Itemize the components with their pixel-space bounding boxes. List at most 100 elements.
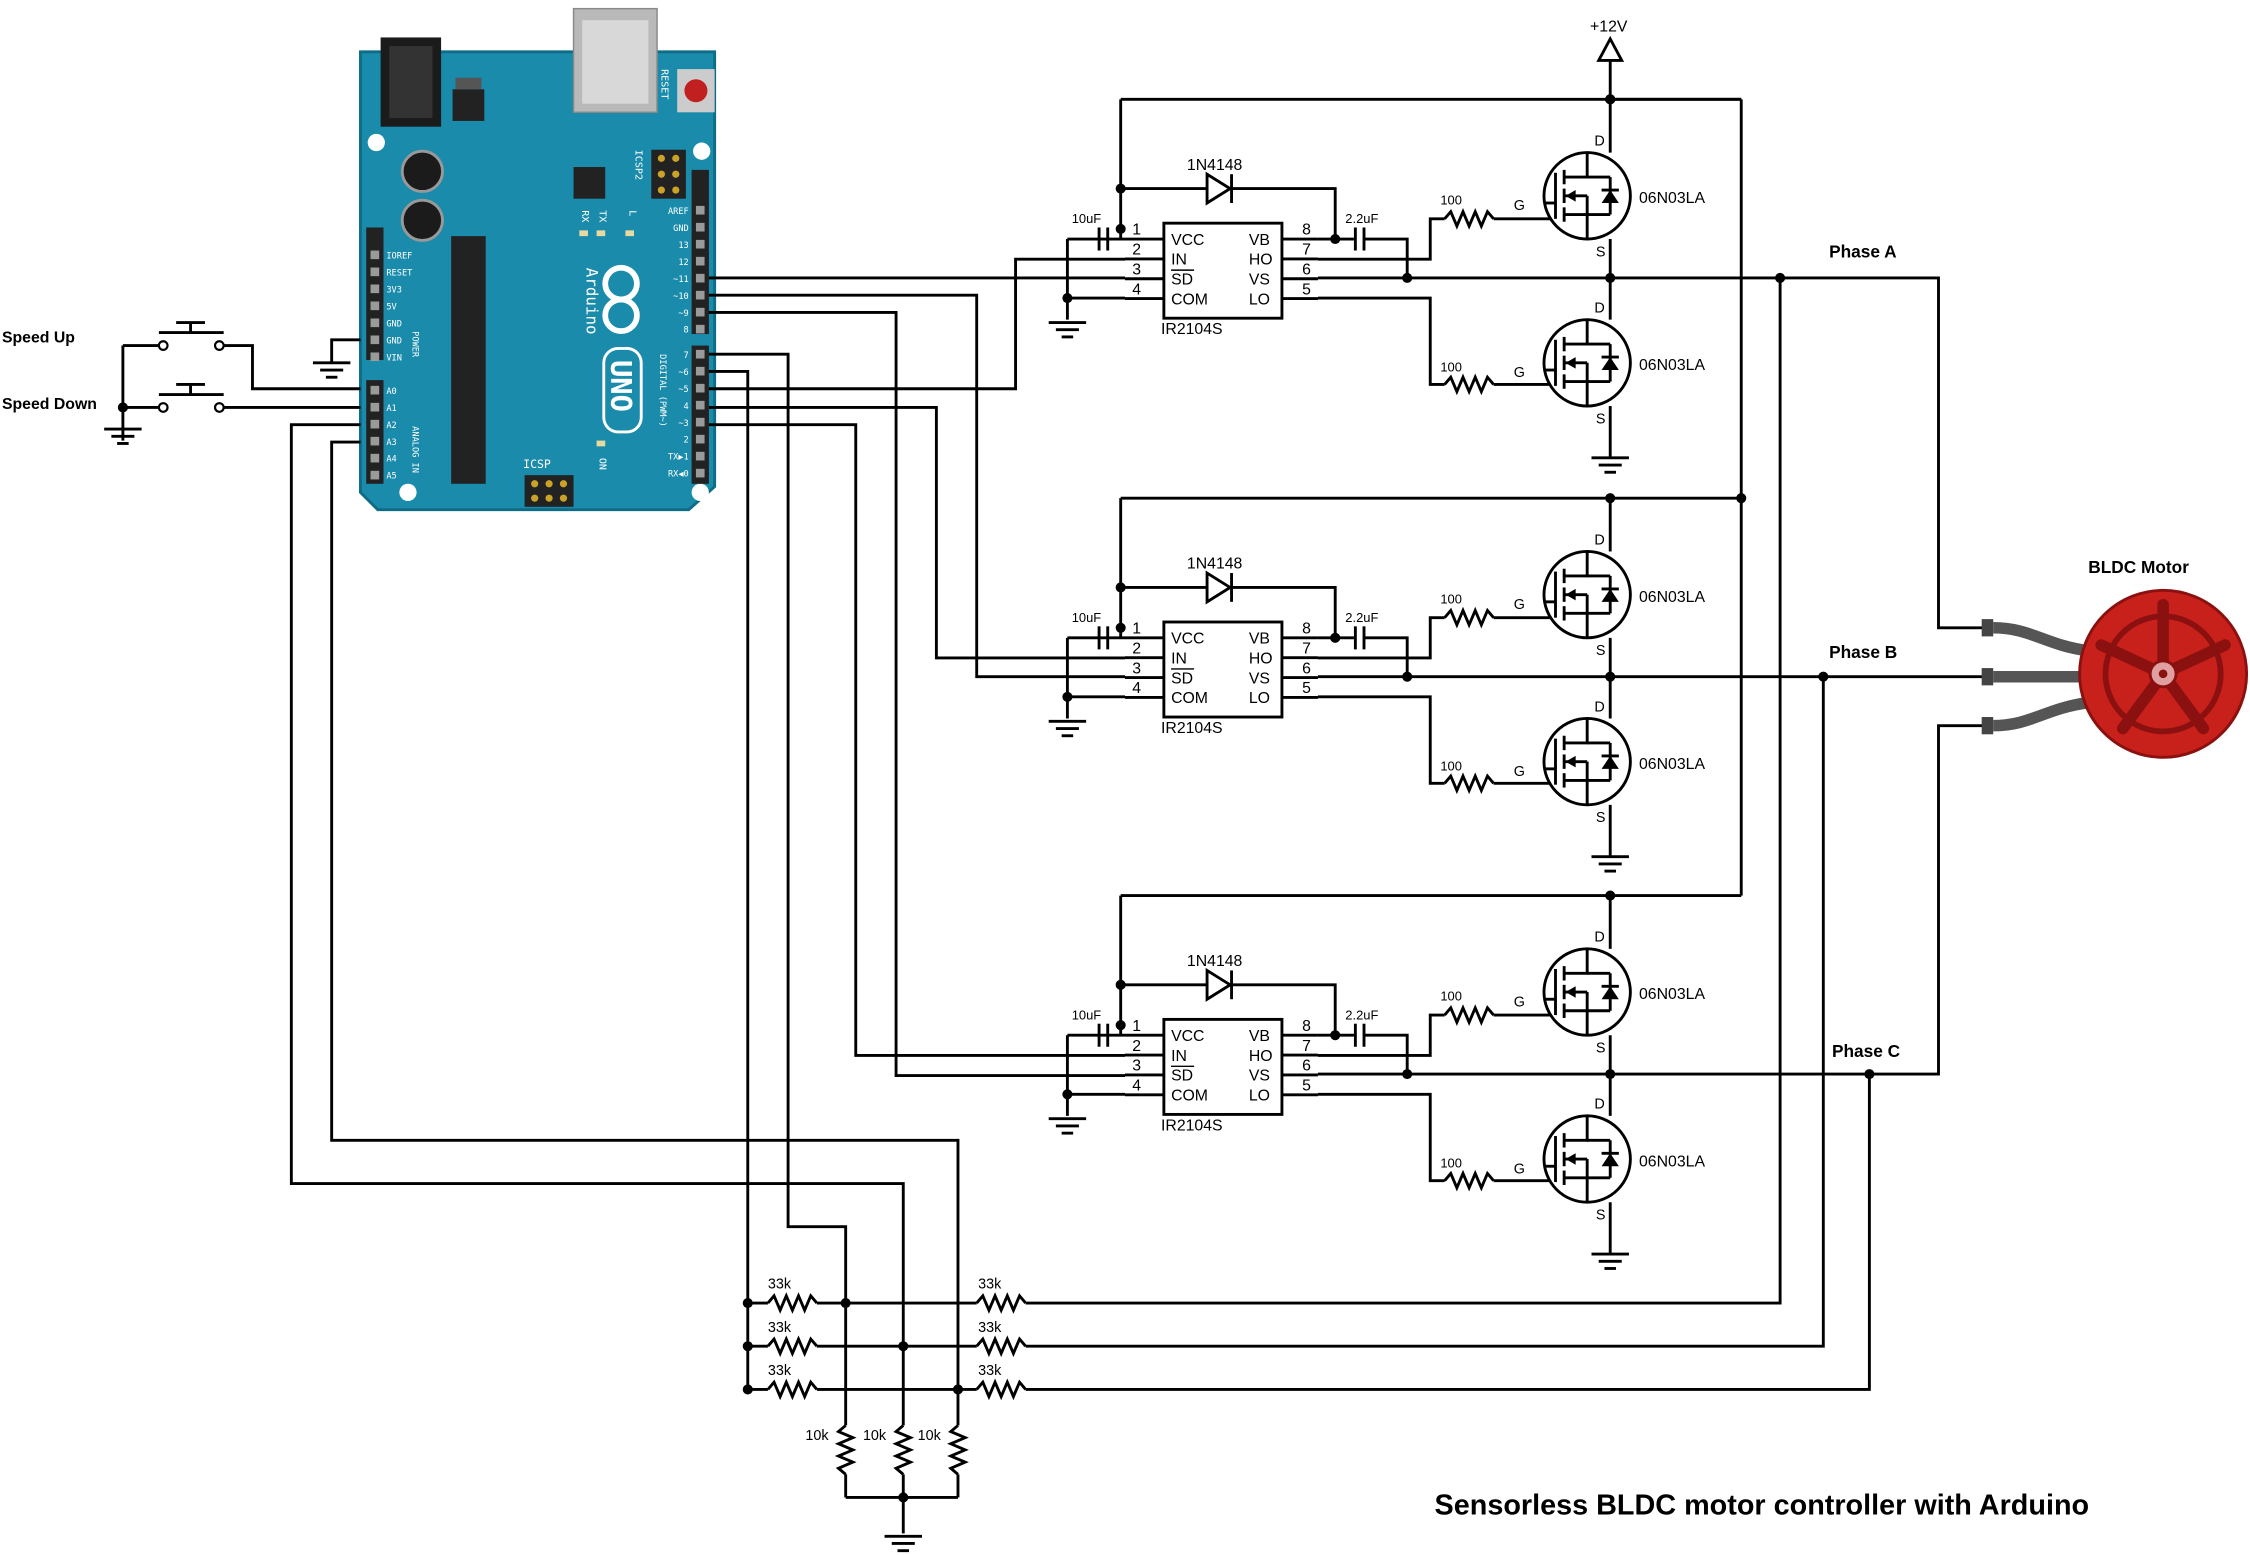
gate-pin-label: G <box>1514 764 1525 780</box>
gate-resistor-label: 100 <box>1440 1156 1462 1171</box>
pin-name: VCC <box>1171 1028 1204 1045</box>
series-resistor-label: 33k <box>978 1320 1002 1336</box>
gate-resistor <box>1443 373 1495 396</box>
ground-buttons <box>104 427 142 445</box>
digital-pin-label: TX▶1 <box>668 453 689 463</box>
gate-resistor-label: 100 <box>1440 192 1462 207</box>
mosfet-high <box>1542 151 1632 241</box>
pin-number: 7 <box>1302 242 1311 259</box>
digital-pin-label: 8 <box>684 326 689 336</box>
digital-pin-label: ~3 <box>678 419 688 429</box>
diode-symbol <box>1205 967 1233 1002</box>
phase-c-label: Phase C <box>1832 1041 1900 1061</box>
power-pin-label: IOREF <box>386 251 412 261</box>
capacitor-1 <box>400 149 444 193</box>
mosfet-label: 06N03LA <box>1639 1153 1705 1170</box>
power-pin-label: 3V3 <box>386 285 402 295</box>
analog-header-label: ANALOG IN <box>409 426 419 473</box>
tx-label: TX <box>596 210 607 222</box>
gate-resistor-label: 100 <box>1440 591 1462 606</box>
digital-pin-label: ~5 <box>678 385 688 395</box>
diode-symbol <box>1205 570 1233 605</box>
digital-pin-label: 7 <box>684 351 689 361</box>
regulator <box>452 89 485 121</box>
digital-header-label: DIGITAL (PWM~) <box>657 354 667 427</box>
pin-number: 6 <box>1302 660 1311 677</box>
speed-down-label: Speed Down <box>2 396 97 413</box>
ground-arduino <box>312 361 351 379</box>
ground-mosfet <box>1591 1252 1629 1270</box>
page-title: Sensorless BLDC motor controller with Ar… <box>1435 1490 2090 1522</box>
analog-pin-label: A3 <box>386 438 396 448</box>
gate-resistor <box>1443 1004 1495 1026</box>
gate-resistor-label: 100 <box>1440 989 1462 1004</box>
power-pin-label: RESET <box>386 268 412 278</box>
pin-number: 2 <box>1132 242 1141 259</box>
pin-number: 7 <box>1302 640 1311 657</box>
gate-resistor <box>1443 1169 1495 1192</box>
series-resistor-right <box>975 1292 1027 1314</box>
source-pin-label: S <box>1596 643 1606 659</box>
power-pin-label: GND <box>386 336 402 346</box>
uno-label: UNO <box>604 360 638 412</box>
pin-number: 8 <box>1302 1018 1311 1035</box>
digital-pin-label: 2 <box>684 436 689 446</box>
diode-symbol <box>1205 171 1233 206</box>
speed-up-label: Speed Up <box>2 330 75 347</box>
supply-rail: +12V <box>1590 19 1747 896</box>
cap-vcc-label: 10uF <box>1072 610 1102 625</box>
analog-pin-label: A4 <box>386 455 396 465</box>
shunt-resistor-label: 10k <box>918 1428 942 1444</box>
pin-number: 8 <box>1302 621 1311 638</box>
diode-label: 1N4148 <box>1187 157 1243 174</box>
power-pin-label: VIN <box>386 353 402 363</box>
cap-boot-label: 2.2uF <box>1345 610 1378 625</box>
driver-stage-2: 1N414810uFIR2104S1VCC2IN3SD4COM8VB7HO6VS… <box>1048 493 1742 873</box>
shunt-resistor <box>892 1424 915 1476</box>
chip-label: IR2104S <box>1161 720 1223 737</box>
analog-pin-label: A1 <box>386 404 396 414</box>
driver-stage-1: 1N414810uFIR2104S1VCC2IN3SD4COM8VB7HO6VS… <box>1048 94 1742 474</box>
vcc-arrow <box>1596 35 1625 62</box>
supply-label: +12V <box>1590 19 1628 36</box>
on-label: ON <box>596 458 607 470</box>
header-pins: IOREFRESET3V35VGNDGNDVINA0A1A2A3A4A5AREF… <box>370 205 705 482</box>
pin-name: COM <box>1171 1088 1208 1105</box>
digital-pin-label: 13 <box>678 241 688 251</box>
pin-name: VS <box>1249 272 1270 289</box>
usb-chip <box>573 167 606 199</box>
speed-up-button <box>122 321 361 391</box>
source-pin-label: S <box>1596 244 1606 260</box>
cap-vcc-label: 10uF <box>1072 1007 1102 1022</box>
analog-pin-label: A5 <box>386 472 396 482</box>
digital-pin-label: RX◀0 <box>668 470 689 480</box>
pin-name: IN <box>1171 650 1187 667</box>
gate-resistor <box>1443 207 1495 230</box>
speed-buttons: Speed Up Speed Down <box>2 321 361 445</box>
pin-number: 3 <box>1132 1058 1141 1075</box>
pin-name: SD <box>1171 670 1193 687</box>
motor-label: BLDC Motor <box>2088 557 2189 577</box>
cap-vcc-label: 10uF <box>1072 211 1102 226</box>
chip-label: IR2104S <box>1161 1117 1223 1134</box>
gate-pin-label: G <box>1514 597 1525 613</box>
series-resistor-right <box>975 1335 1027 1358</box>
atmega-chip <box>451 236 486 484</box>
driver-stage-3: 1N414810uFIR2104S1VCC2IN3SD4COM8VB7HO6VS… <box>1048 890 1742 1270</box>
ground-divider <box>884 1534 922 1553</box>
power-pin-label: 5V <box>386 302 396 312</box>
series-resistor-left <box>766 1335 818 1358</box>
phase-b-label: Phase B <box>1829 642 1897 662</box>
pin-name: HO <box>1249 252 1273 269</box>
pin-number: 3 <box>1132 660 1141 677</box>
drain-pin-label: D <box>1594 133 1604 149</box>
series-resistor-label: 33k <box>978 1363 1002 1379</box>
mosfet-high <box>1542 550 1632 640</box>
mosfet-low <box>1542 1114 1632 1204</box>
digital-pin-label: ~9 <box>678 309 688 319</box>
speed-down-button <box>122 382 361 413</box>
gate-pin-label: G <box>1514 365 1525 381</box>
pin-number: 1 <box>1132 1018 1141 1035</box>
phase-a-label: Phase A <box>1829 242 1897 262</box>
